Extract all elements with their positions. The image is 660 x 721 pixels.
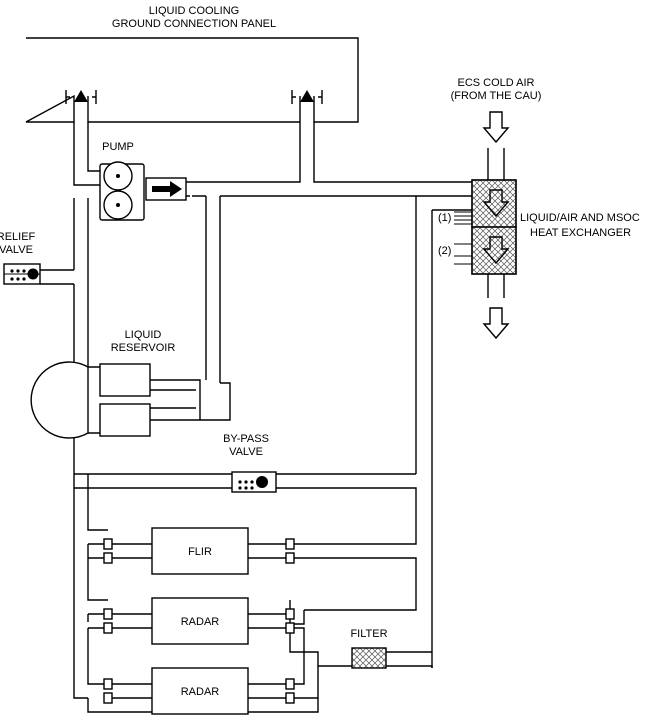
filter: FILTER bbox=[350, 628, 388, 669]
bypass-label-2: VALVE bbox=[229, 446, 263, 458]
bypass-label-1: BY-PASS bbox=[223, 433, 269, 445]
ecs-cold-air: ECS COLD AIR (FROM THE CAU) bbox=[451, 77, 542, 340]
bypass-valve: BY-PASS VALVE bbox=[223, 433, 277, 493]
heat-exchanger: (1) (2) LIQUID/AIR AND MSOC HEAT EXCHANG… bbox=[438, 179, 640, 275]
radar-2-label: RADAR bbox=[181, 686, 220, 698]
relief-valve: RELIEF VALVE bbox=[0, 231, 74, 285]
quick-disconnect-triangle-icon bbox=[291, 90, 323, 104]
radar-unit-1: RADAR bbox=[103, 597, 295, 645]
panel-title-line-2: GROUND CONNECTION PANEL bbox=[112, 18, 276, 30]
ecs-label-1: ECS COLD AIR bbox=[457, 77, 534, 89]
quick-disconnect-triangle-icon bbox=[65, 90, 97, 104]
filter-label: FILTER bbox=[350, 628, 387, 640]
relief-valve-label-1: RELIEF bbox=[0, 231, 36, 243]
relief-valve-label-2: VALVE bbox=[0, 244, 33, 256]
flir-unit: FLIR bbox=[103, 527, 295, 575]
pump: PUMP bbox=[99, 141, 187, 221]
ground-connection-panel: LIQUID COOLING GROUND CONNECTION PANEL bbox=[25, 5, 359, 123]
hollow-down-arrow-icon bbox=[482, 111, 510, 144]
solid-right-arrow-icon bbox=[152, 181, 182, 197]
hx-port-2: (2) bbox=[438, 245, 451, 257]
hollow-down-arrow-icon bbox=[482, 189, 510, 218]
flir-label: FLIR bbox=[188, 546, 212, 558]
hx-port-1: (1) bbox=[438, 212, 451, 224]
pump-label: PUMP bbox=[102, 141, 134, 153]
ecs-label-2: (FROM THE CAU) bbox=[451, 90, 542, 102]
reservoir-label-2: RESERVOIR bbox=[111, 342, 176, 354]
hollow-down-arrow-icon bbox=[482, 307, 510, 340]
panel-title-line-1: LIQUID COOLING bbox=[149, 5, 239, 17]
hx-label-2: HEAT EXCHANGER bbox=[530, 227, 631, 239]
hx-label-1: LIQUID/AIR AND MSOC bbox=[520, 212, 640, 224]
liquid-reservoir: LIQUID RESERVOIR bbox=[30, 329, 231, 439]
radar-unit-2: RADAR bbox=[103, 667, 295, 715]
reservoir-label-1: LIQUID bbox=[125, 329, 162, 341]
radar-1-label: RADAR bbox=[181, 616, 220, 628]
hollow-down-arrow-icon bbox=[482, 236, 510, 265]
